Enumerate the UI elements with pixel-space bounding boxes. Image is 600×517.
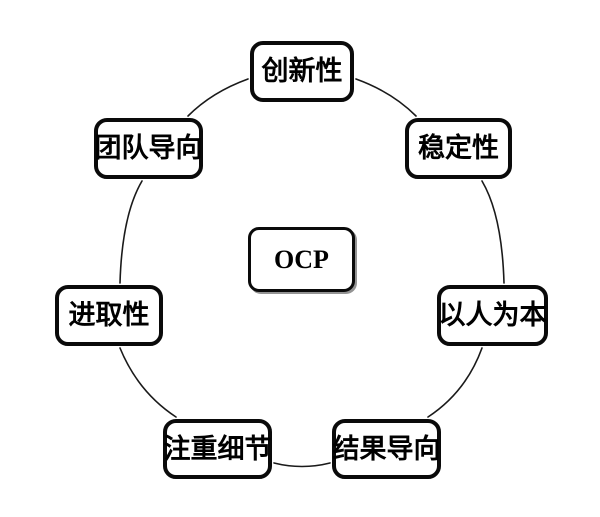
node-results-label: 结果导向 — [332, 433, 441, 464]
node-people-first[interactable]: 以人为本 — [437, 285, 548, 346]
node-aggressive-label: 进取性 — [68, 300, 150, 330]
node-innovation-label: 创新性 — [261, 56, 343, 86]
node-team[interactable]: 团队导向 — [94, 118, 203, 179]
node-people-first-label: 以人为本 — [438, 300, 547, 330]
connector-topleft-to-top — [187, 78, 249, 117]
connector-right-to-bottomright — [427, 347, 483, 418]
connector-bottomright-to-bottomleft — [273, 462, 331, 468]
node-team-label: 团队导向 — [94, 133, 203, 163]
node-detail-label: 注重细节 — [163, 433, 272, 464]
node-innovation[interactable]: 创新性 — [250, 41, 354, 102]
node-stability[interactable]: 稳定性 — [405, 118, 512, 179]
node-aggressive[interactable]: 进取性 — [55, 285, 163, 346]
connector-bottomleft-to-left — [119, 347, 177, 418]
connector-left-to-topleft — [119, 180, 143, 284]
node-stability-label: 稳定性 — [418, 133, 499, 163]
connector-topright-to-right — [481, 180, 505, 284]
node-detail[interactable]: 注重细节 — [163, 419, 272, 479]
node-results[interactable]: 结果导向 — [332, 419, 441, 479]
center-node[interactable]: OCP — [248, 227, 355, 292]
connector-top-to-topright — [355, 78, 417, 117]
center-node-label: OCP — [274, 244, 329, 274]
